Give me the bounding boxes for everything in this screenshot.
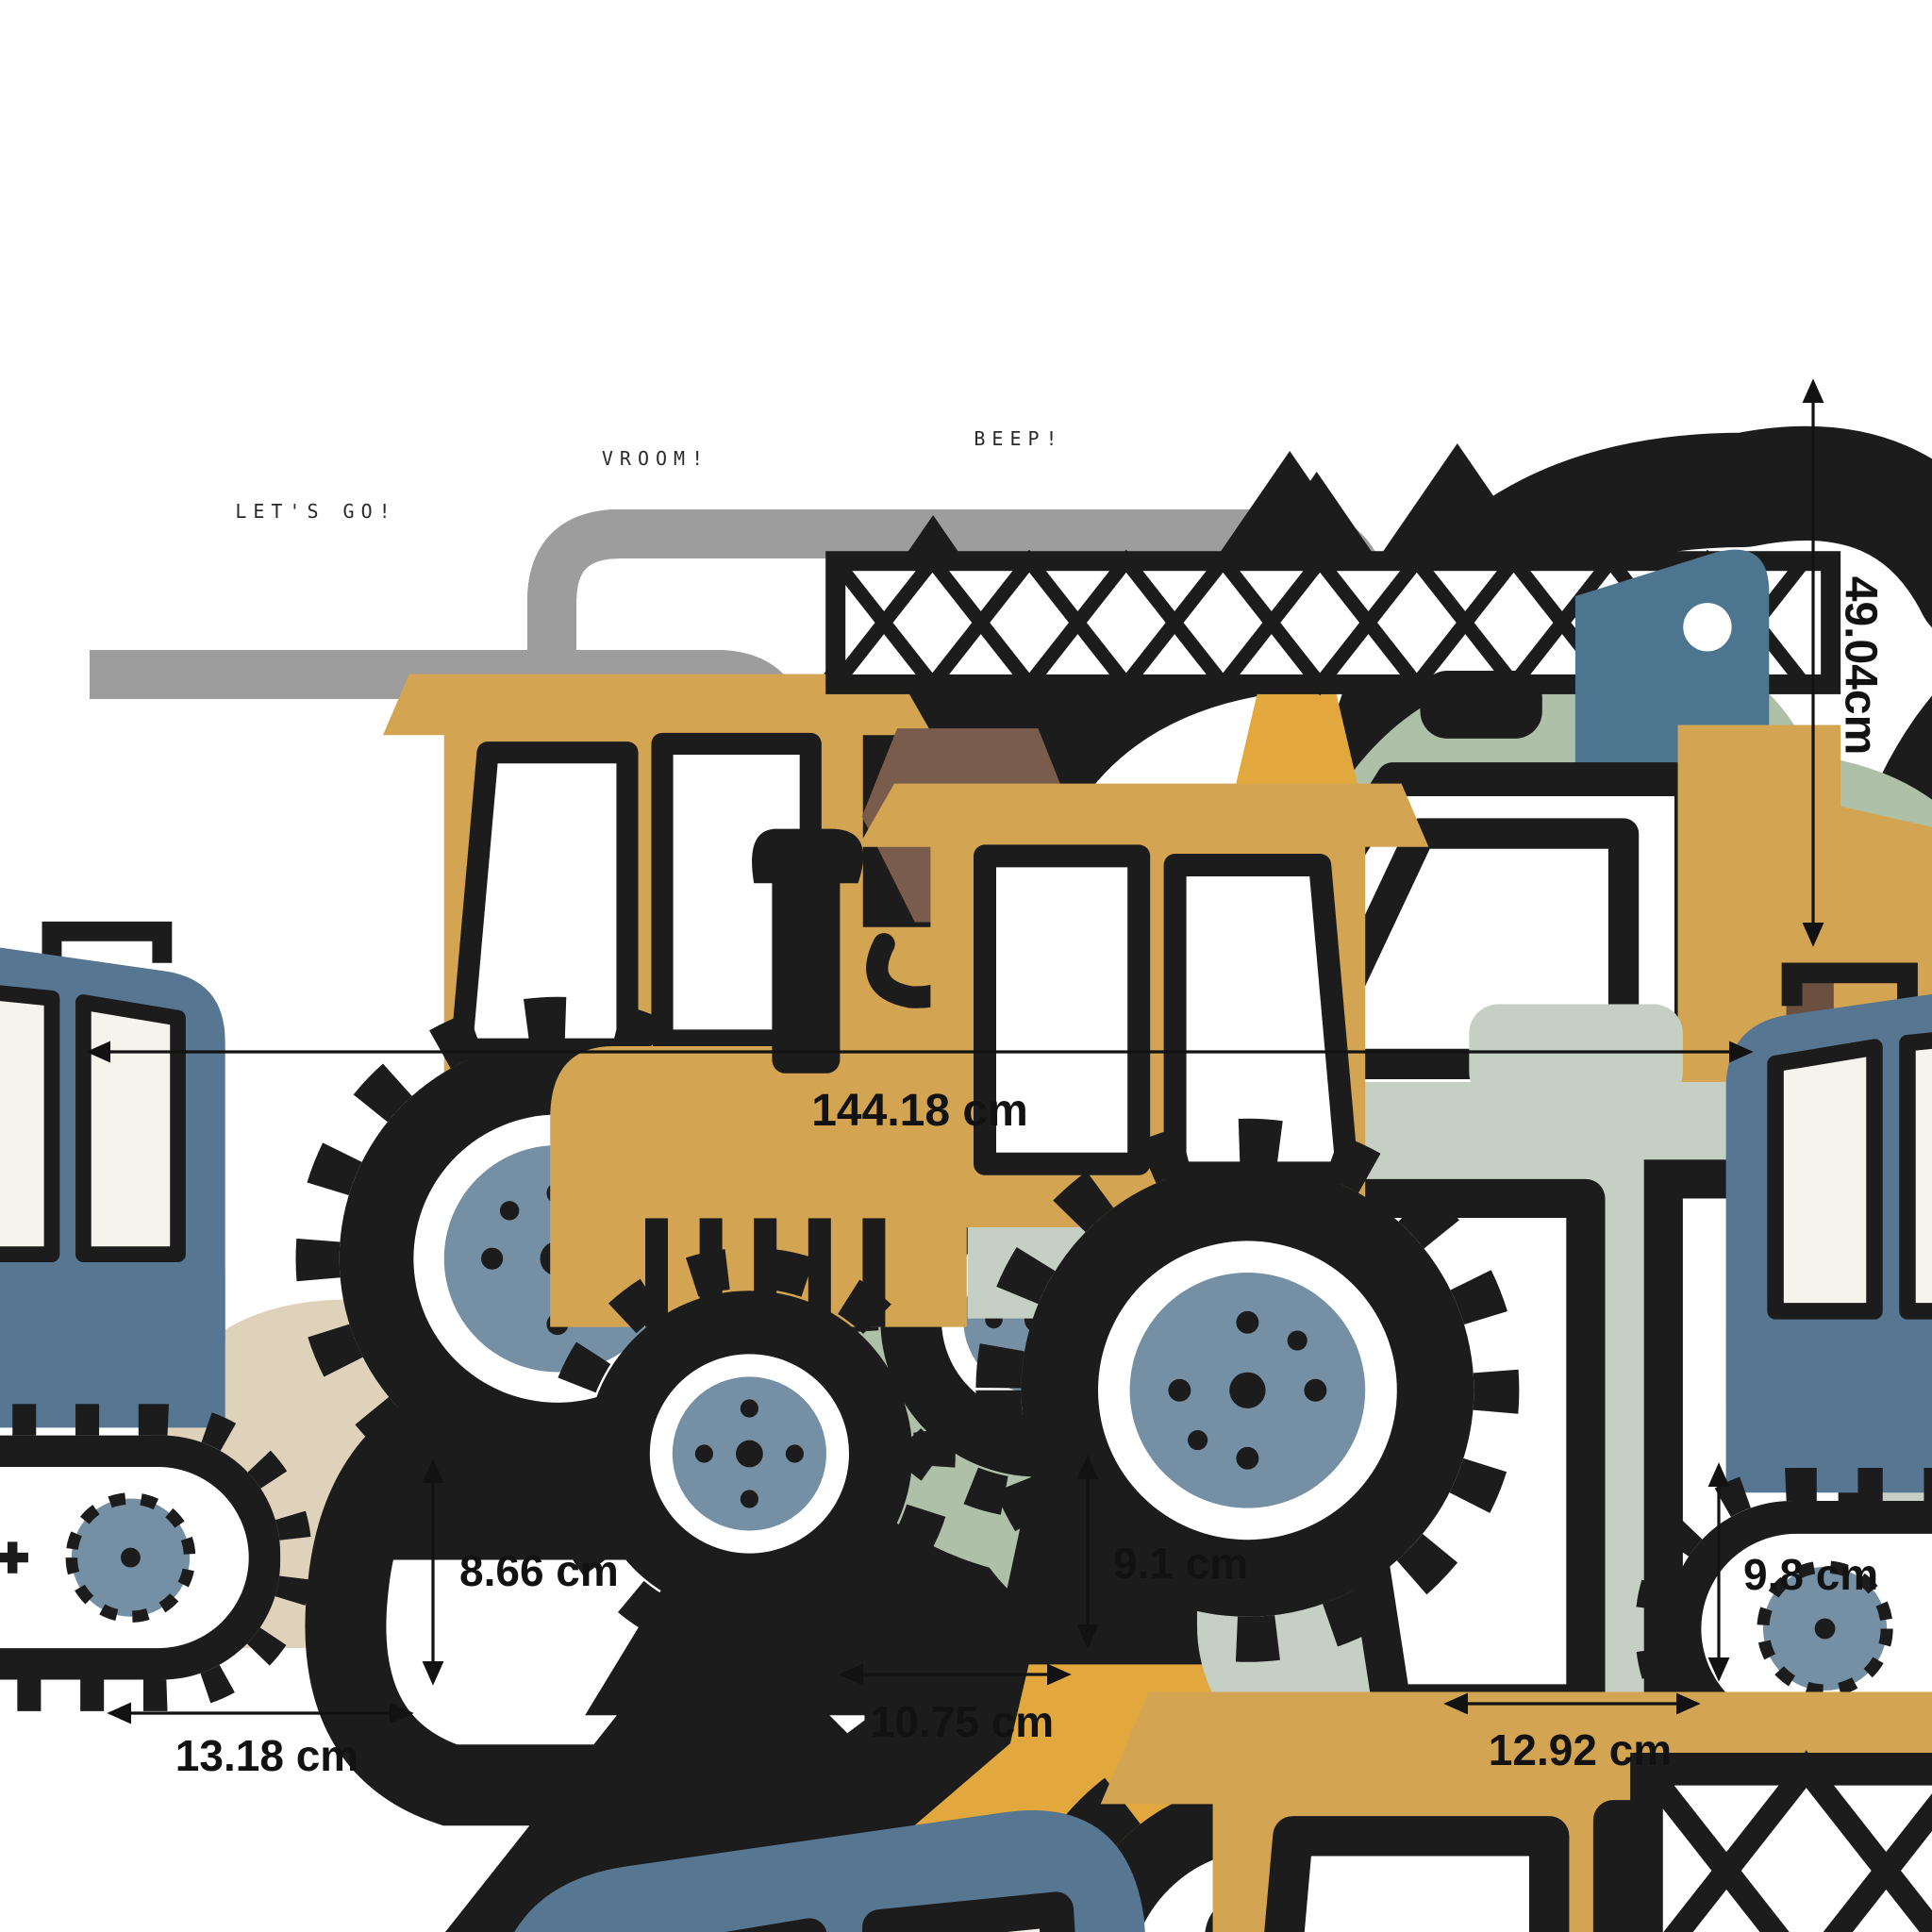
total-height-label: 49.04cm <box>1835 575 1886 756</box>
tractor-height-label: 9.1 cm <box>1113 1539 1249 1588</box>
bulldozer-height-label: 8.66 cm <box>459 1546 619 1595</box>
speech-lets-go: LET'S GO! <box>235 500 397 523</box>
speech-beep: BEEP! <box>974 427 1064 450</box>
tractor-width-label: 10.75 cm <box>870 1697 1055 1746</box>
speech-vroom: VROOM! <box>601 447 710 470</box>
bulldozer-icon <box>0 931 296 1695</box>
total-width-label: 144.18 cm <box>811 1086 1028 1136</box>
crane-height-label: 9.8 cm <box>1743 1550 1879 1599</box>
crane-truck-icon <box>1646 1750 1932 1932</box>
bulldozer-width-label: 13.18 cm <box>175 1731 359 1780</box>
crane-width-label: 12.92 cm <box>1488 1725 1673 1774</box>
